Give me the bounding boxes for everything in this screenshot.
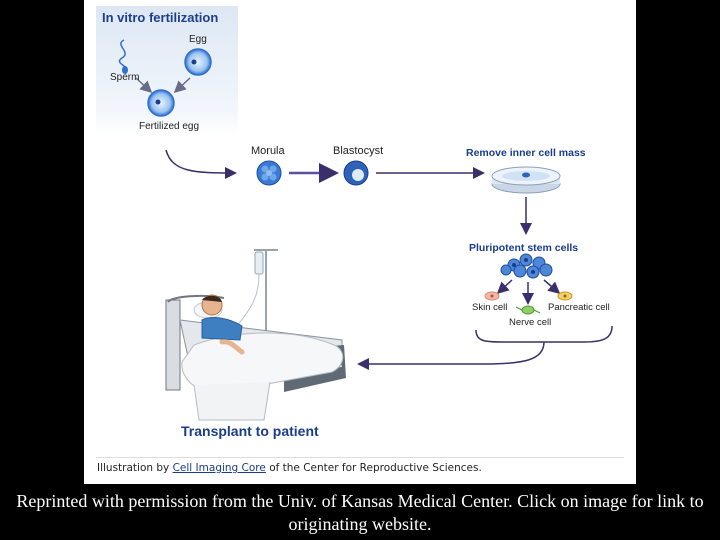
fertilized-egg-icon: [147, 89, 175, 117]
illustration-art: [118, 39, 613, 421]
morula-icon: [256, 160, 282, 186]
sperm-label: Sperm: [110, 72, 140, 83]
transplant-label: Transplant to patient: [181, 423, 319, 439]
skin-cell-label: Skin cell: [472, 302, 508, 313]
blastocyst-label: Blastocyst: [333, 145, 384, 157]
credit-prefix: Illustration by: [97, 462, 173, 474]
petri-dish-icon: [491, 166, 561, 194]
pancreatic-cell-icon: [557, 291, 573, 301]
pancreatic-cell-label: Pancreatic cell: [548, 302, 610, 313]
credit-link[interactable]: Cell Imaging Core: [172, 462, 266, 474]
stem-cell-illustration[interactable]: In vitro fertilization Egg Sperm Fertili…: [84, 0, 636, 484]
iv-stand-icon: [233, 249, 278, 335]
credit-suffix: of the Center for Reproductive Sciences.: [265, 462, 482, 474]
egg-label: Egg: [189, 34, 207, 45]
nerve-cell-icon: [515, 305, 541, 315]
nerve-cell-label: Nerve cell: [509, 317, 552, 328]
hospital-bed-icon: [165, 294, 346, 421]
skin-cell-icon: [484, 291, 500, 301]
fertilized-egg-label: Fertilized egg: [139, 121, 200, 132]
stem-cells-cluster-icon: [500, 253, 553, 279]
patient-icon: [193, 294, 245, 355]
sperm-icon: [118, 39, 128, 74]
caption: Reprinted with permission from the Univ.…: [16, 491, 704, 534]
blastocyst-icon: [343, 160, 369, 186]
divider: [96, 457, 624, 458]
remove-inner-cell-mass-label: Remove inner cell mass: [466, 147, 586, 159]
morula-label: Morula: [251, 145, 285, 157]
illustration-credit: Illustration by Cell Imaging Core of the…: [97, 462, 482, 474]
pluripotent-stem-cells-label: Pluripotent stem cells: [469, 242, 579, 254]
ivf-title: In vitro fertilization: [102, 10, 219, 25]
egg-icon: [184, 48, 212, 76]
